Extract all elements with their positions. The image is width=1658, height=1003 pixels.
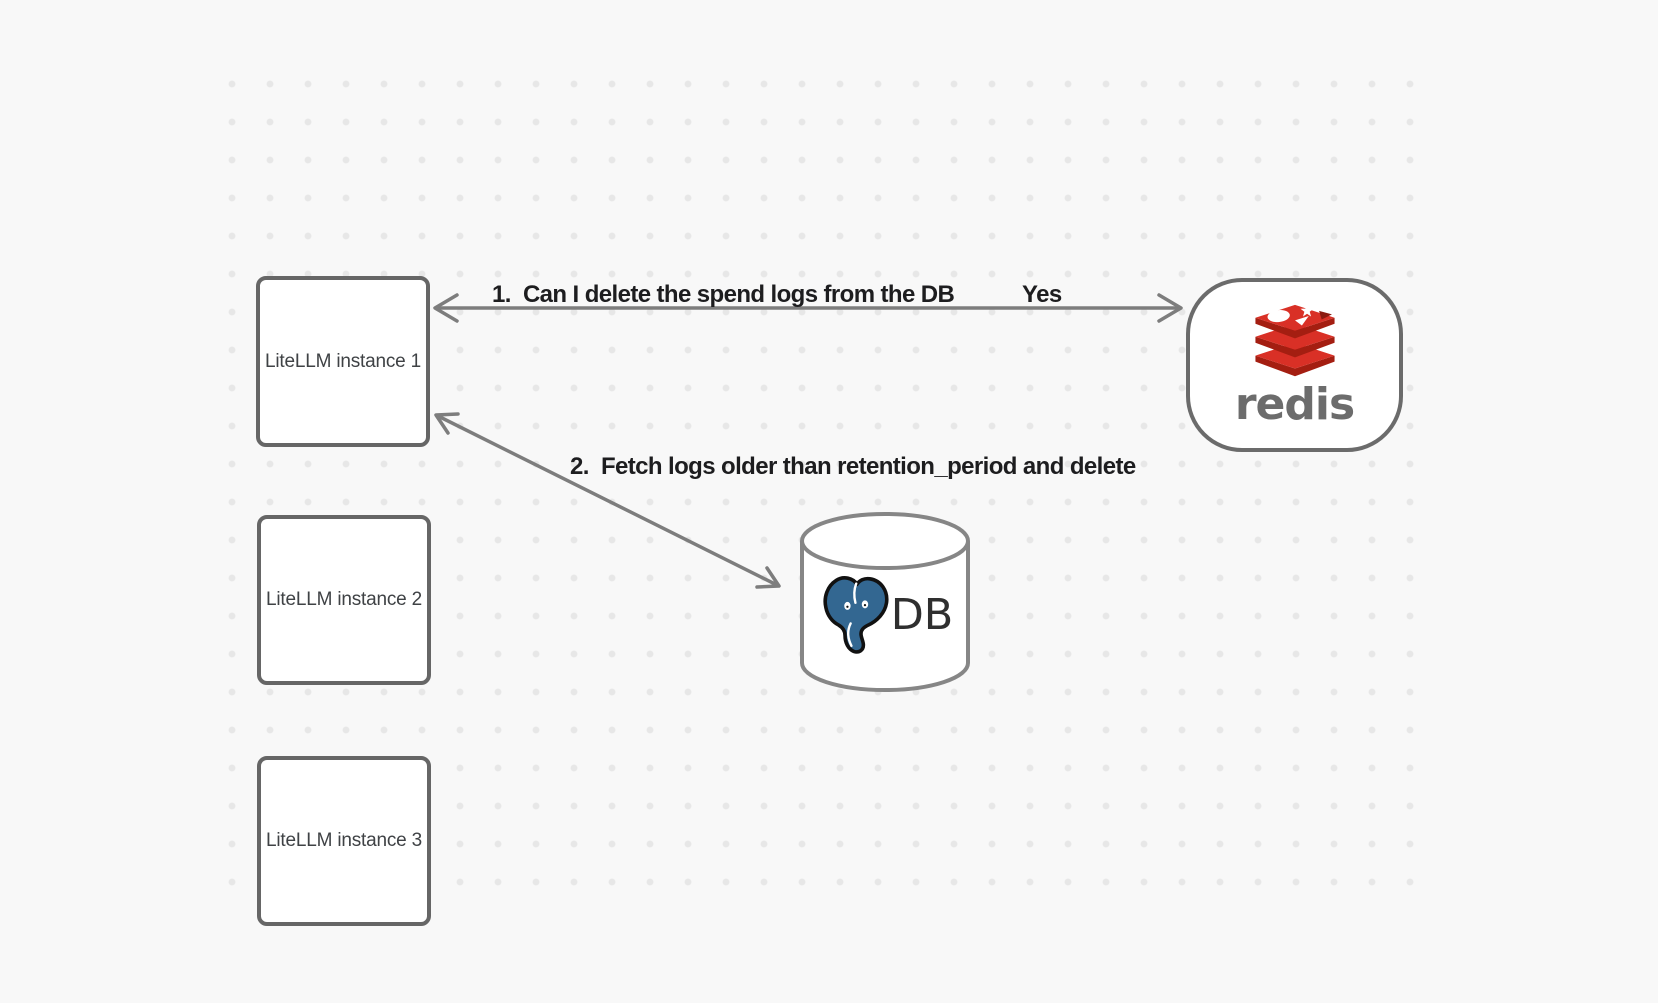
arrow-instance1-redis[interactable] [433, 293, 1183, 323]
node-redis[interactable]: redis [1186, 278, 1403, 452]
node-litellm-instance-1[interactable]: LiteLLM instance 1 [256, 276, 430, 447]
edge1-label: 1. Can I delete the spend logs from the … [492, 281, 955, 308]
node-database[interactable]: DB [798, 512, 972, 692]
db-label: DB [890, 590, 954, 640]
arrow-instance1-db[interactable] [434, 412, 781, 589]
node-litellm-instance-2-label: LiteLLM instance 2 [266, 589, 422, 610]
postgresql-logo-icon [823, 576, 889, 654]
redis-logo-icon [1254, 304, 1335, 377]
node-litellm-instance-3[interactable]: LiteLLM instance 3 [257, 756, 431, 926]
node-litellm-instance-3-label: LiteLLM instance 3 [266, 830, 422, 851]
edge2-label: 2. Fetch logs older than retention_perio… [570, 453, 1136, 480]
node-litellm-instance-1-label: LiteLLM instance 1 [265, 350, 421, 372]
node-litellm-instance-2[interactable]: LiteLLM instance 2 [257, 515, 431, 685]
edge1-response-label: Yes [1022, 281, 1062, 308]
redis-wordmark: redis [1234, 379, 1355, 430]
